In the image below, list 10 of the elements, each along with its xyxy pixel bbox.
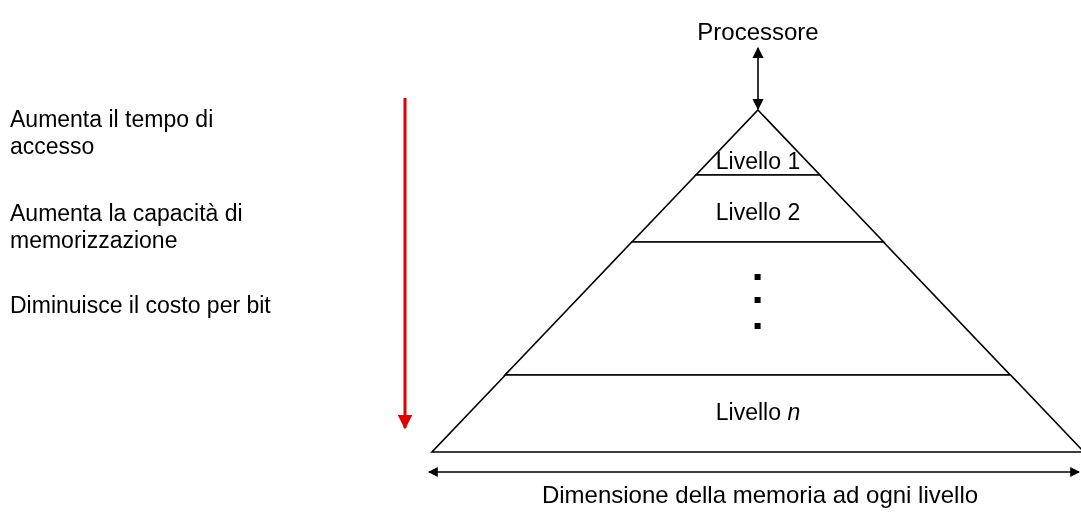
axis-caption: Dimensione della memoria ad ogni livello bbox=[540, 481, 980, 508]
level-label: Livello 2 bbox=[715, 199, 801, 225]
processor-label: Processore bbox=[697, 18, 819, 46]
level-label: Livello n bbox=[715, 399, 801, 425]
arrow bbox=[752, 46, 764, 111]
level-label: Livello 1 bbox=[715, 148, 801, 174]
side-note: Aumenta il tempo di accesso bbox=[10, 106, 215, 160]
pyramid-level bbox=[432, 375, 1081, 452]
side-note: Diminuisce il costo per bit bbox=[10, 292, 272, 319]
side-note: Aumenta la capacità di memorizzazione bbox=[10, 200, 244, 254]
